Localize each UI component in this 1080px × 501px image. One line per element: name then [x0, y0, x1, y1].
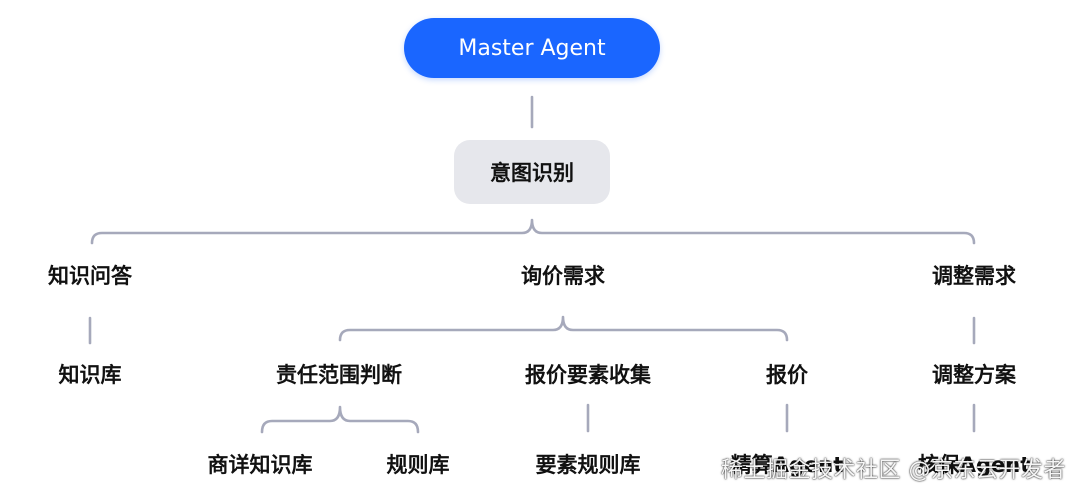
inquiry-node: 询价需求: [521, 264, 605, 288]
actuarial-agent-node: 精算Agent: [730, 453, 844, 477]
quote-node: 报价: [766, 363, 808, 387]
product-detail-kb-node: 商详知识库: [207, 453, 313, 477]
knowledge-qa-node: 知识问答: [48, 264, 132, 288]
underwriting-agent-node: 核保Agent: [917, 453, 1031, 477]
master-agent-node: Master Agent: [404, 18, 660, 78]
adjust-requirement-node: 调整需求: [932, 264, 1016, 288]
watermark: 稀土掘金技术社区 @京东云开发者: [721, 452, 1066, 484]
master-agent-label: Master Agent: [458, 35, 606, 61]
adjust-plan-node: 调整方案: [932, 363, 1016, 387]
elements-rules-kb-node: 要素规则库: [535, 453, 641, 477]
watermark-at: @: [908, 458, 931, 483]
intent-recognition-node: 意图识别: [454, 140, 610, 204]
connector-brace-inquiry: [338, 315, 789, 342]
intent-recognition-label: 意图识别: [490, 161, 574, 185]
responsibility-scope-node: 责任范围判断: [276, 363, 402, 387]
watermark-text: 稀土掘金技术社区: [720, 458, 901, 483]
watermark-author: 京东云开发者: [930, 458, 1066, 483]
knowledge-base-node: 知识库: [58, 363, 122, 387]
quote-elements-node: 报价要素收集: [525, 363, 651, 387]
connector-brace-responsibility: [260, 405, 420, 434]
rules-kb-node: 规则库: [386, 453, 450, 477]
connector-brace-main: [90, 218, 976, 245]
